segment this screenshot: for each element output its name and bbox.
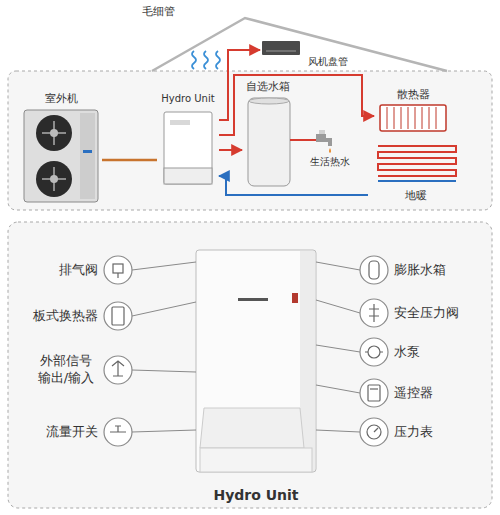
water-tank: [248, 98, 290, 186]
callout-icons: [104, 256, 388, 446]
part-label: 排气阀: [59, 262, 98, 279]
water-tank-box: 自选水箱: [242, 80, 294, 188]
pipe-connector: [219, 149, 242, 151]
part-label: 压力表: [394, 424, 433, 441]
radiator-box: 散热器: [374, 88, 452, 134]
system-panel: [8, 71, 492, 210]
hydro-unit-box: Hydro Unit: [157, 93, 219, 188]
floor-heating-box: 地暖: [368, 140, 464, 202]
part-label: 外部信号 输出/输入: [34, 353, 98, 387]
node-label: Hydro Unit: [213, 487, 298, 504]
node-label: 地暖: [405, 189, 427, 202]
pipe-connector: [102, 159, 157, 162]
hydro-unit-large: [196, 250, 316, 472]
part-label: 水泵: [394, 344, 420, 361]
detail-panel: [8, 222, 492, 508]
hot-water-tap: [290, 130, 332, 153]
outdoor-unit-box: 室外机: [20, 92, 102, 204]
node-label: 风机盘管: [308, 56, 348, 68]
node-label: 室外机: [45, 92, 78, 105]
radiator: [380, 105, 446, 131]
hot-water-label: 生活热水: [310, 155, 350, 168]
outdoor-unit: [24, 110, 98, 202]
node-label: Hydro Unit: [161, 93, 214, 105]
node-label: 散热器: [397, 88, 430, 101]
fan-coil-unit: [262, 41, 300, 55]
node-label: 自选水箱: [246, 80, 290, 93]
heat-waves: [192, 51, 220, 69]
leader-lines: [132, 262, 360, 432]
hydro-unit-detail: Hydro Unit: [186, 246, 326, 504]
floor-heating-coil: [378, 146, 456, 181]
part-glyphs: [110, 261, 383, 439]
part-label: 流量开关: [46, 424, 98, 441]
fan-coil-box: 风机盘管: [260, 36, 348, 68]
part-label: 遥控器: [394, 385, 433, 402]
hydro-unit-small: [164, 112, 212, 184]
house-roof: [152, 18, 447, 71]
part-label: 板式换热器: [33, 308, 98, 325]
pipe-connector: [219, 75, 374, 135]
pipe-connector: [219, 176, 368, 195]
part-label: 膨胀水箱: [394, 262, 446, 279]
part-label: 安全压力阀: [394, 305, 459, 322]
pipe-label: 毛细管: [142, 5, 175, 19]
